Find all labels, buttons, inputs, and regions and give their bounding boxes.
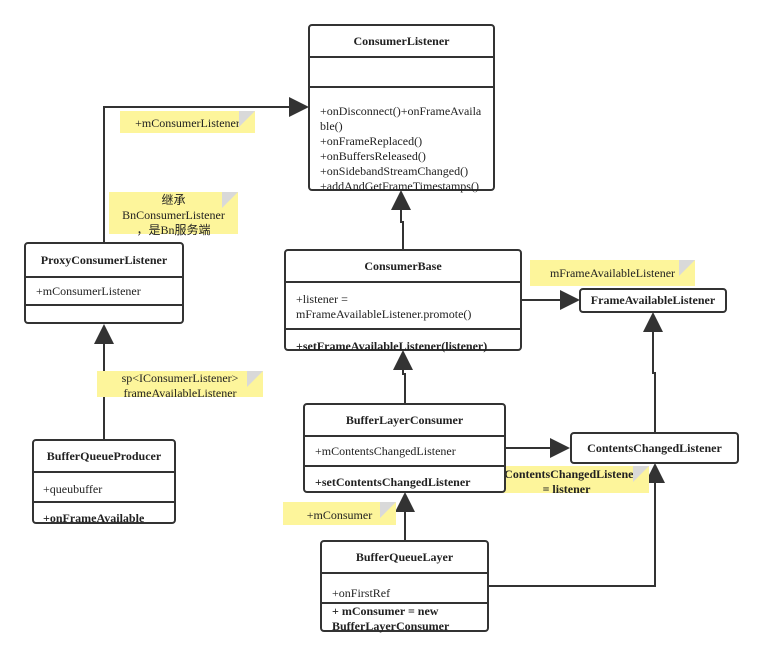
method: +setContentsChangedListener [315, 475, 471, 489]
method: +onFrameAvailable [43, 511, 145, 525]
class-title: ConsumerBase [364, 258, 442, 273]
class-attributes: +onFirstRef [322, 572, 487, 602]
class-methods: + mConsumer = new BufferLayerConsumer [322, 602, 487, 634]
class-methods: +setFrameAvailableListener(listener) [286, 328, 520, 354]
note-line: = listener [542, 482, 591, 496]
class-title: BufferQueueLayer [355, 549, 454, 564]
note-line: +mConsumerListener [135, 116, 240, 130]
note-line: sp<IConsumerListener> [121, 371, 239, 385]
class-attributes: +listener = mFrameAvailableListener.prom… [286, 281, 520, 328]
class-attributes: +mContentsChangedListener [305, 435, 504, 465]
class-title: ProxyConsumerListener [40, 252, 168, 267]
edge-consumerbase-to-consumerlistener [391, 190, 411, 250]
edge-bufferqueuelayer-to-contentschangedlistener [489, 463, 665, 587]
class-attributes: +mConsumerListener [26, 276, 182, 304]
note-inherit-bn: 继承 BnConsumerListener ，是Bn服务端 [109, 192, 238, 237]
attribute: +queubuffer [43, 482, 103, 496]
note-m-consumer-listener: +mConsumerListener [120, 111, 255, 133]
note-m-consumer: +mConsumer [283, 502, 396, 525]
method: BufferLayerConsumer [332, 619, 450, 633]
class-methods: +onDisconnect()+onFrameAvaila ble() +onF… [310, 86, 493, 194]
note-line: mContentsChangedListener [494, 467, 639, 481]
method: +onBuffersReleased() [320, 149, 426, 163]
class-attributes: +queubuffer [34, 471, 174, 501]
method: +onDisconnect()+onFrameAvaila [320, 104, 482, 118]
class-buffer-layer-consumer: BufferLayerConsumer +mContentsChangedLis… [303, 403, 506, 493]
class-contents-changed-listener: ContentsChangedListener [570, 432, 739, 464]
class-consumer-listener: ConsumerListener +onDisconnect()+onFrame… [308, 24, 495, 194]
class-title: ConsumerListener [353, 33, 450, 48]
class-consumer-base: ConsumerBase +listener = mFrameAvailable… [284, 249, 522, 354]
class-attributes [310, 56, 493, 86]
note-m-contents-changed-listener: mContentsChangedListener = listener [484, 466, 649, 496]
note-line: 继承 [161, 193, 186, 207]
method: +addAndGetFrameTimestamps() [320, 179, 479, 193]
class-title: BufferQueueProducer [46, 448, 162, 463]
edge-proxy-to-consumerlistener [103, 97, 309, 243]
class-methods: +onFrameAvailable [34, 501, 174, 526]
edge-bufferlayerconsumer-to-consumerbase [393, 350, 413, 404]
class-title: BufferLayerConsumer [345, 412, 464, 427]
note-line: ，是Bn服务端 [136, 223, 211, 237]
attribute: +mConsumerListener [36, 284, 141, 298]
method: ble() [320, 119, 343, 133]
method: +onSidebandStreamChanged() [320, 164, 469, 178]
note-line: mFrameAvailableListener [549, 266, 676, 280]
class-buffer-queue-producer: BufferQueueProducer +queubuffer +onFrame… [32, 439, 176, 526]
edge-contentschanged-to-frameavailable [643, 312, 663, 433]
attribute: +listener = [296, 292, 348, 306]
attribute: mFrameAvailableListener.promote() [296, 307, 472, 321]
note-line: +mConsumer [306, 508, 373, 522]
note-line: frameAvailableListener [123, 386, 237, 400]
note-line: BnConsumerListener [122, 208, 225, 222]
class-proxy-consumer-listener: ProxyConsumerListener +mConsumerListener [24, 242, 184, 324]
class-buffer-queue-layer: BufferQueueLayer +onFirstRef + mConsumer… [320, 540, 489, 634]
class-frame-available-listener: FrameAvailableListener [579, 288, 727, 313]
class-title: ContentsChangedListener [587, 440, 722, 455]
class-methods: +setContentsChangedListener [305, 465, 504, 490]
note-sp-listener: sp<IConsumerListener> frameAvailableList… [97, 371, 263, 400]
class-methods [26, 304, 182, 322]
attribute: +mContentsChangedListener [315, 444, 456, 458]
note-m-frame-available-listener: mFrameAvailableListener [530, 260, 695, 286]
method: + mConsumer = new [332, 604, 439, 618]
method: +setFrameAvailableListener(listener) [296, 339, 488, 353]
attribute: +onFirstRef [332, 586, 391, 600]
method: +onFrameReplaced() [320, 134, 423, 148]
class-title: FrameAvailableListener [590, 293, 716, 307]
